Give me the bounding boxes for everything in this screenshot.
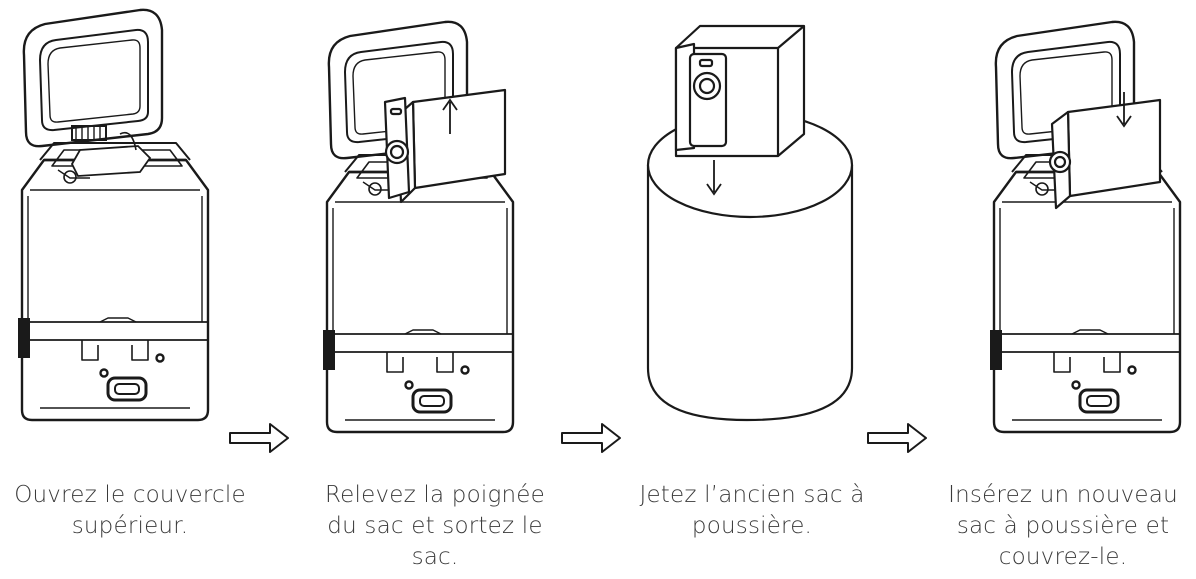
step3-caption: Jetez l’ancien sac à poussière.	[622, 480, 882, 542]
caption-line: du sac et sortez le	[327, 513, 543, 539]
caption-line: Ouvrez le couvercle	[14, 482, 246, 508]
step1-caption: Ouvrez le couvercle supérieur.	[0, 480, 260, 542]
caption-line: supérieur.	[71, 513, 189, 539]
caption-line: poussière.	[691, 513, 813, 539]
arrow-up-icon	[442, 98, 458, 134]
step2-illustration	[321, 20, 515, 434]
arrow-down-icon	[1116, 92, 1132, 128]
caption-line: sac à poussière et	[956, 513, 1170, 539]
step4-caption: Insérez un nouveau sac à poussière et co…	[933, 480, 1193, 573]
step2-caption: Relevez la poignée du sac et sortez le s…	[305, 480, 565, 573]
caption-line: sac.	[411, 544, 459, 570]
caption-line: Insérez un nouveau	[948, 482, 1178, 508]
arrow-right-icon	[229, 423, 289, 453]
step3-illustration	[646, 24, 854, 422]
step4-illustration	[988, 20, 1182, 434]
caption-line: Jetez l’ancien sac à	[639, 482, 865, 508]
arrow-down-icon	[706, 160, 722, 196]
caption-line: couvrez-le.	[998, 544, 1128, 570]
arrow-right-icon	[561, 423, 621, 453]
step1-illustration	[16, 8, 210, 422]
caption-line: Relevez la poignée	[325, 482, 545, 508]
arrow-right-icon	[867, 423, 927, 453]
